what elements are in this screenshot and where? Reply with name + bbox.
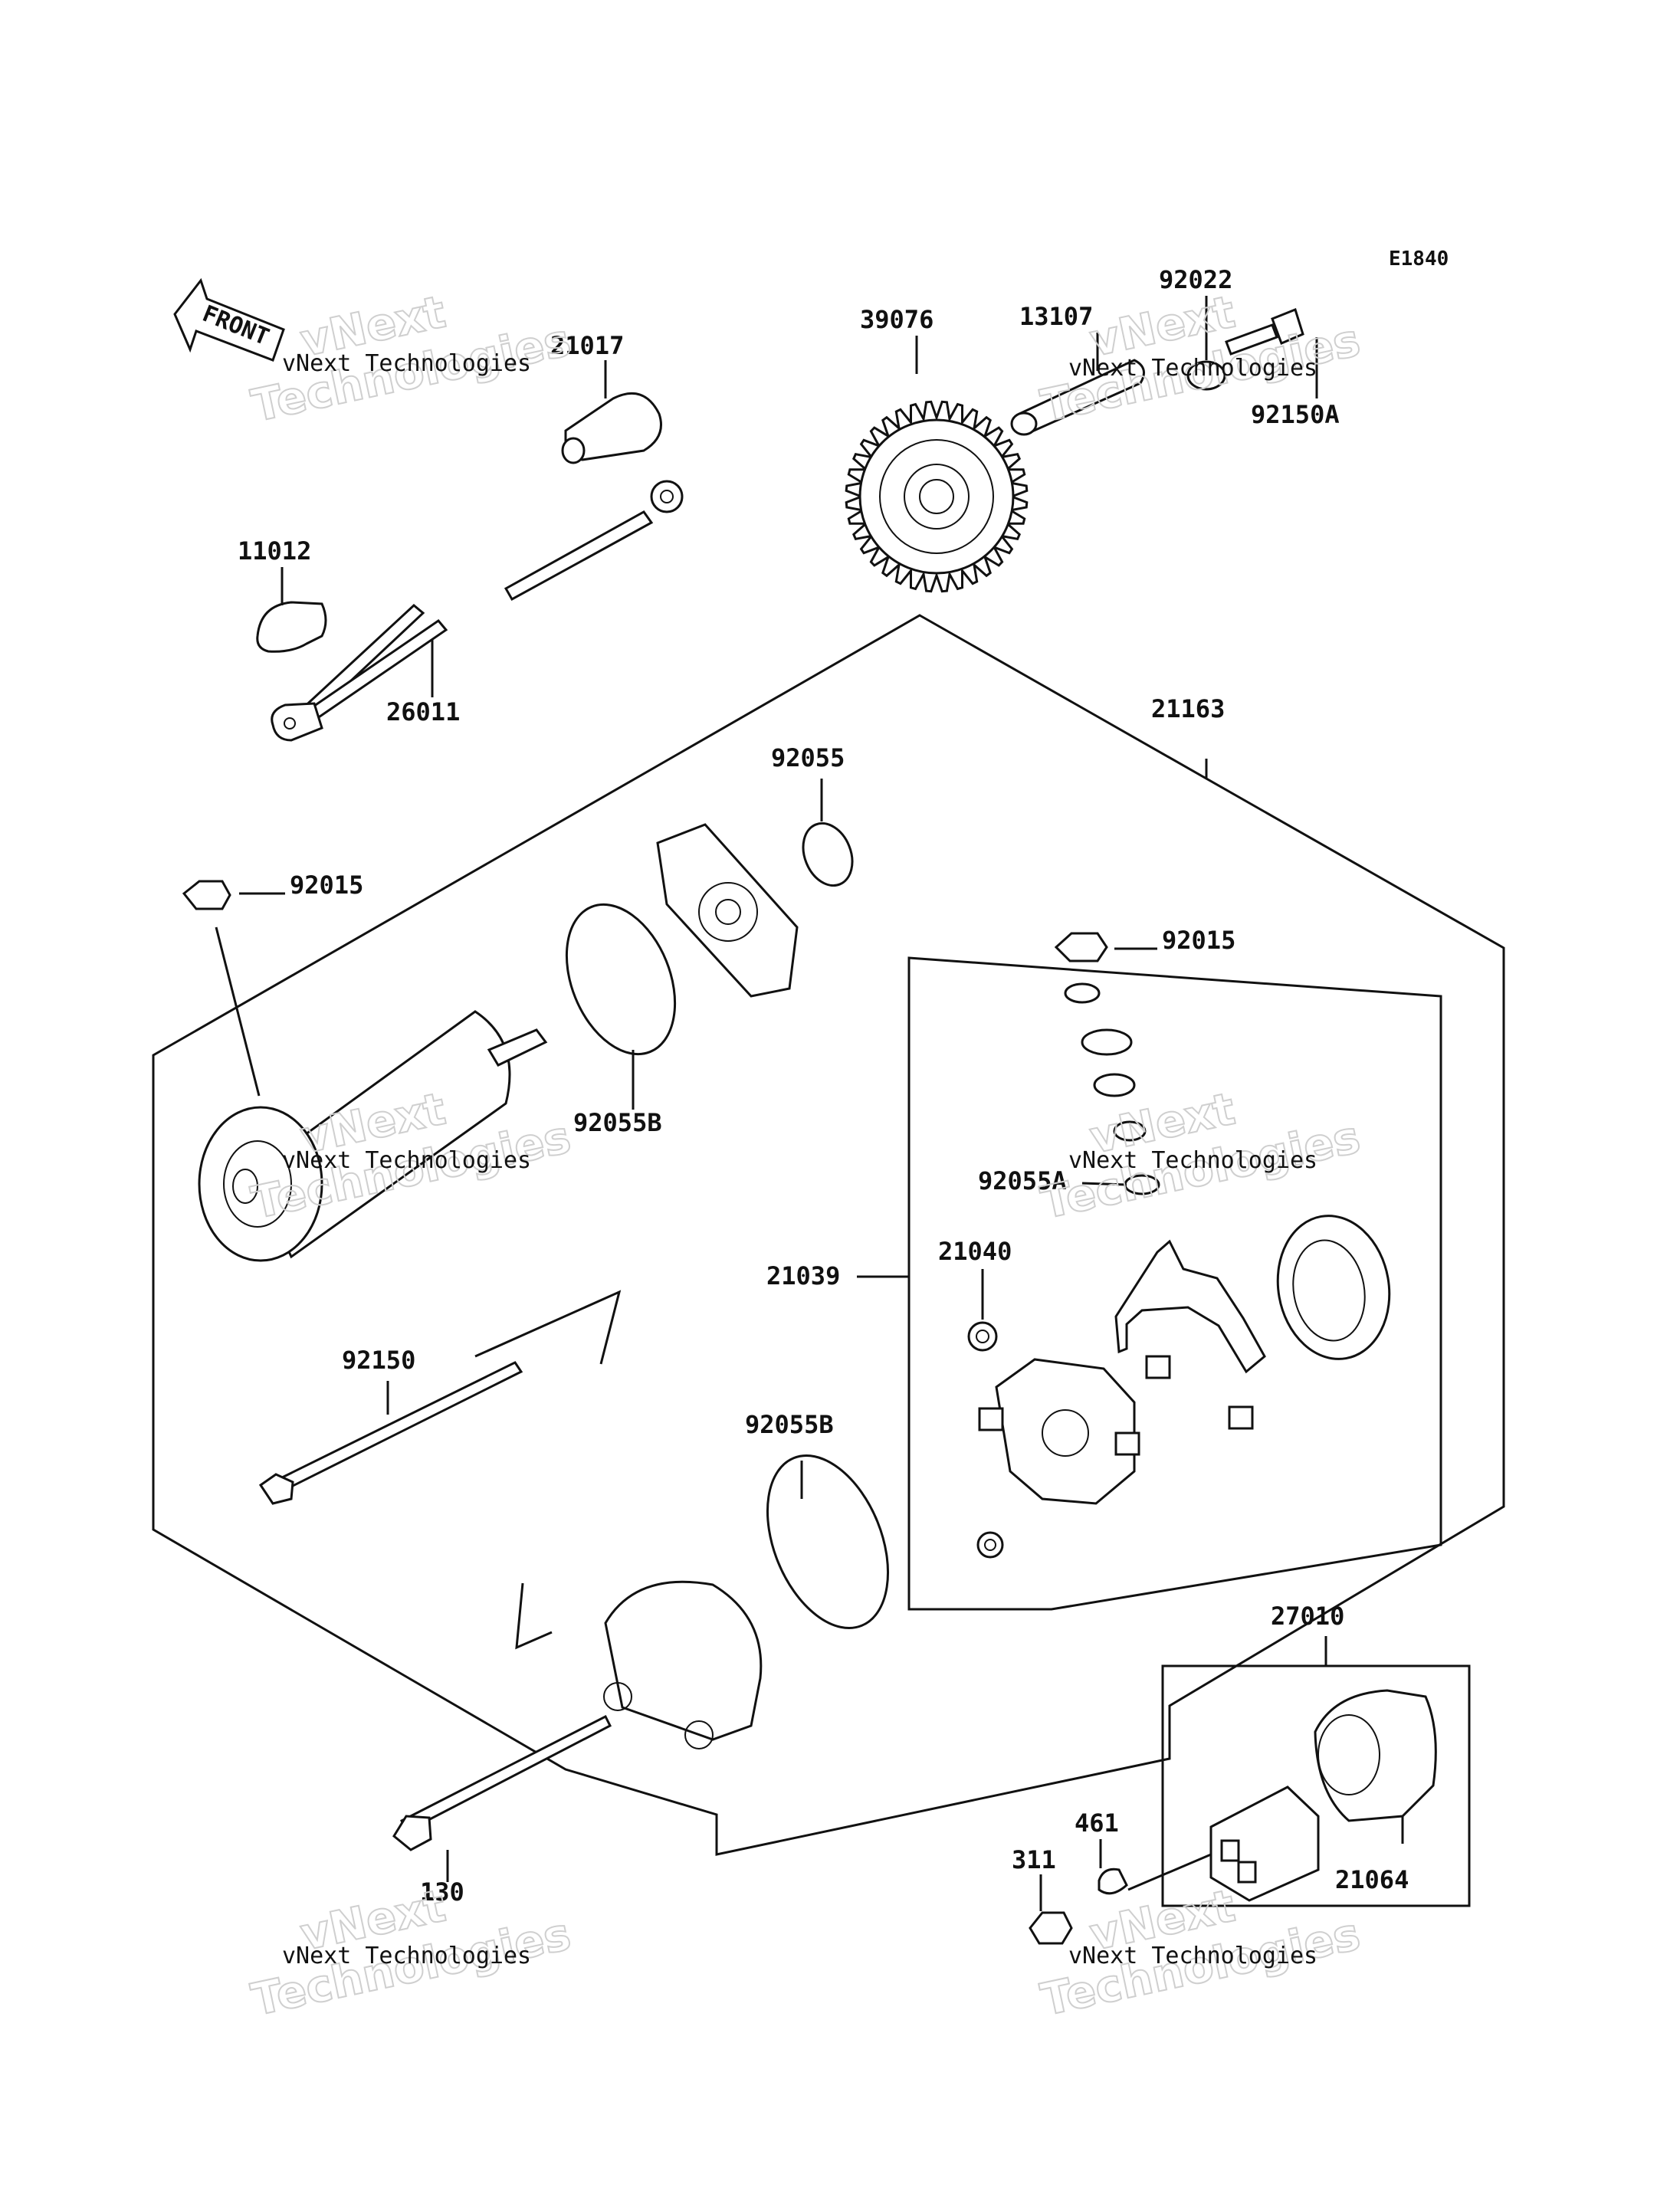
label-92150A: 92150A [1251, 400, 1340, 429]
label-92150: 92150 [342, 1346, 415, 1375]
brush-spring-21040 [967, 1269, 998, 1352]
label-21163: 21163 [1151, 694, 1225, 723]
label-92022: 92022 [1159, 265, 1232, 294]
label-27010: 27010 [1271, 1602, 1344, 1631]
nut-92015-right [1054, 932, 1157, 962]
label-461: 461 [1075, 1808, 1119, 1838]
label-13107: 13107 [1019, 302, 1093, 331]
watermark-bottom-right: vNext Technologies [1035, 1878, 1365, 2026]
label-11012: 11012 [238, 536, 311, 566]
watermark-bottom-left: vNext Technologies [246, 1878, 576, 2026]
rear-cover [515, 1580, 763, 1749]
watermark-text-top-right: vNext Technologies [1068, 355, 1317, 382]
o-ring-92055A [1081, 1174, 1160, 1195]
front-arrow-icon: FRONT [173, 277, 285, 362]
brush-holder [978, 1358, 1140, 1505]
diagram-code: E1840 [1389, 248, 1449, 271]
label-92015-right: 92015 [1162, 926, 1235, 955]
washer-4 [1113, 1120, 1147, 1142]
label-92055B-bottom: 92055B [745, 1410, 834, 1439]
washer-92022 [1186, 296, 1226, 391]
label-21017: 21017 [550, 331, 624, 360]
through-bolt-92150 [258, 1290, 622, 1505]
watermark-text-mid-right: vNext Technologies [1068, 1147, 1317, 1174]
bolt-92150A [1225, 308, 1318, 398]
brush-plate [1114, 1239, 1266, 1430]
starter-assembly-outline [152, 614, 1505, 1856]
label-21064: 21064 [1335, 1865, 1409, 1894]
watermark-text-bottom-left: vNext Technologies [282, 1943, 531, 1969]
o-ring-92055B-bottom [766, 1454, 890, 1630]
o-ring-92055B-top [565, 903, 677, 1110]
cable-26011 [271, 480, 684, 742]
watermark-text-bottom-right: vNext Technologies [1068, 1943, 1317, 1969]
label-26011: 26011 [386, 697, 460, 726]
label-92055: 92055 [771, 743, 845, 772]
label-21040: 21040 [938, 1237, 1012, 1266]
rubber-cap-11012 [256, 567, 327, 653]
label-21039: 21039 [766, 1261, 840, 1290]
brush-assembly-outline [907, 956, 1442, 1611]
relay-cover-21064 [1314, 1689, 1437, 1844]
washer-3 [1093, 1073, 1136, 1097]
circlip-461 [1098, 1839, 1128, 1895]
watermark-mid-right: vNext Technologies [1035, 1081, 1365, 1229]
yoke-ring [1276, 1215, 1391, 1360]
label-130: 130 [420, 1877, 464, 1907]
washer-1 [1064, 982, 1101, 1004]
relay-assembly-box [1161, 1664, 1471, 1907]
label-92055B-top: 92055B [573, 1108, 662, 1137]
bolt-130 [392, 1714, 612, 1882]
watermark-text-mid-left: vNext Technologies [282, 1147, 531, 1174]
washer-2 [1081, 1028, 1133, 1056]
nut-92015-left [182, 880, 285, 1097]
label-39076: 39076 [860, 305, 934, 334]
brush-spring-lower [976, 1531, 1004, 1559]
starter-gear-39076 [845, 336, 1029, 593]
terminal-cap-21017 [561, 360, 662, 464]
starter-motor [198, 1010, 548, 1262]
label-92055A: 92055A [978, 1166, 1067, 1195]
label-92015-left: 92015 [290, 871, 363, 900]
front-cover [656, 823, 799, 998]
shaft-13107 [1010, 333, 1145, 436]
watermark-top-left: vNext Technologies [246, 284, 576, 432]
label-311: 311 [1012, 1845, 1056, 1874]
watermark-text-top-left: vNext Technologies [282, 350, 531, 377]
o-ring-92055 [802, 779, 854, 887]
nut-311 [1029, 1874, 1073, 1945]
relay-27010 [1127, 1785, 1320, 1902]
